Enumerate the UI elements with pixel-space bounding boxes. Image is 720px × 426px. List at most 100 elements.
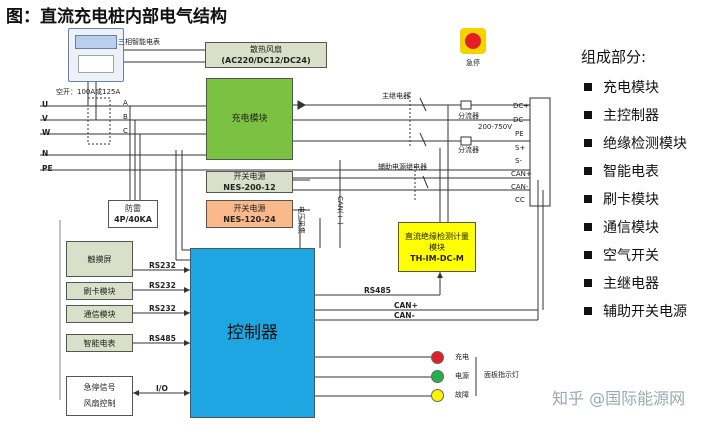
label-led-fault: 故障 [455, 391, 469, 399]
fan-control-label: 风扇控制 [83, 399, 116, 408]
insulation-model: TH-IM-DC-M [410, 253, 464, 263]
legend-item: 主控制器 [584, 105, 659, 125]
energy-meter-image [68, 28, 124, 82]
legend-item-label: 充电模块 [603, 80, 659, 96]
psu-12-model: NES-200-12 [223, 183, 276, 192]
legend-title: 组成部分: [581, 48, 647, 66]
label-can-plus: CAN+ [394, 301, 418, 310]
legend-item-label: 刷卡模块 [603, 192, 659, 208]
legend-bullet-icon [584, 83, 592, 91]
label-rs485-2: RS485 [364, 286, 391, 295]
touchscreen-box: 触摸屏 [66, 241, 133, 277]
smart-meter-box: 智能电表 [66, 334, 133, 352]
legend-item-label: 空气开关 [603, 248, 659, 264]
fan-spec: (AC220/DC12/DC24) [221, 56, 311, 65]
insulation-module-box: 直流绝缘检测计量 模块 TH-IM-DC-M [398, 222, 476, 272]
touchscreen-label: 触摸屏 [87, 254, 112, 264]
terminal-s-minus: S- [515, 157, 522, 165]
label-meter-top: 三相智能电表 [118, 38, 160, 46]
label-main-relay: 主继电器 [382, 92, 410, 100]
surge-spec: 4P/40KA [114, 215, 152, 224]
led-fault-icon [431, 389, 444, 402]
surge-label: 防雷 [125, 204, 141, 213]
label-can-pm: CAN(+-) [336, 196, 344, 225]
label-rs232-3: RS232 [149, 304, 176, 313]
led-charge-icon [431, 351, 444, 364]
estop-signal-label: 急停信号 [83, 383, 116, 392]
insulation-label-2: 模块 [429, 242, 445, 252]
label-phase-pe: PE [42, 164, 53, 173]
surge-box: 防雷 4P/40KA [108, 200, 158, 228]
meter-panel [78, 55, 114, 73]
label-can-minus: CAN- [394, 311, 415, 320]
terminal-can-minus: CAN- [511, 183, 529, 191]
controller-label: 控制器 [227, 322, 278, 343]
legend-bullet-icon [584, 167, 592, 175]
label-ph-b: B [123, 113, 128, 121]
legend-bullet-icon [584, 279, 592, 287]
card-module-box: 刷卡模块 [66, 282, 133, 300]
legend-bullet-icon [584, 251, 592, 259]
terminal-dc-plus: DC+ [513, 102, 530, 110]
legend-item-label: 通信模块 [603, 220, 659, 236]
legend-item-label: 辅助开关电源 [603, 304, 687, 320]
legend-item: 主继电器 [584, 273, 659, 293]
psu-12-label: 开关电源 [233, 172, 266, 181]
legend-item: 空气开关 [584, 245, 659, 265]
card-module-label: 刷卡模块 [83, 286, 116, 296]
psu-24-model: NES-120-24 [223, 215, 276, 224]
comm-module-box: 通信模块 [66, 305, 133, 323]
watermark: 知乎 @国际能源网 [552, 389, 686, 408]
comm-module-label: 通信模块 [83, 309, 116, 319]
charge-module-label: 充电模块 [231, 113, 268, 124]
legend-item: 绝缘检测模块 [584, 133, 687, 153]
label-panel-light: 面板指示灯 [484, 371, 519, 379]
label-phase-v: V [42, 114, 48, 123]
label-rs485-1: RS485 [149, 334, 176, 343]
controller-box: 控制器 [190, 248, 315, 418]
psu-24-box: 开关电源 NES-120-24 [206, 200, 293, 228]
emergency-stop-icon [460, 28, 486, 54]
legend-item: 通信模块 [584, 217, 659, 237]
legend-item: 辅助开关电源 [584, 301, 687, 321]
legend-item-label: 智能电表 [603, 164, 659, 180]
label-estop: 急停 [466, 59, 480, 67]
led-power-icon [431, 370, 444, 383]
label-led-charge: 充电 [455, 353, 469, 361]
label-phase-n: N [42, 149, 49, 158]
terminal-dc-minus: DC- [513, 116, 526, 124]
legend-bullet-icon [584, 195, 592, 203]
label-rs232-2: RS232 [149, 281, 176, 290]
label-aux-relay: 辅助电源继电器 [378, 163, 427, 171]
label-ph-a: A [123, 99, 128, 107]
label-air-switch: 空开：100A或125A [56, 88, 121, 96]
label-shunt-range: 200-750V [478, 123, 513, 131]
insulation-label: 直流绝缘检测计量 [405, 231, 469, 241]
label-rs232-1: RS232 [149, 261, 176, 270]
page-title: 图：直流充电桩内部电气结构 [6, 7, 227, 27]
label-shunt-1: 分流器 [458, 112, 479, 120]
legend-item: 充电模块 [584, 77, 659, 97]
legend-item: 智能电表 [584, 161, 659, 181]
terminal-can-plus: CAN+ [511, 170, 532, 178]
legend-bullet-icon [584, 111, 592, 119]
fan-box: 散热风扇 (AC220/DC12/DC24) [205, 42, 327, 68]
label-shunt-2: 分流器 [458, 146, 479, 154]
smart-meter-label: 智能电表 [83, 338, 116, 348]
charge-module-box: 充电模块 [206, 78, 293, 160]
emergency-stop-knob [465, 33, 481, 49]
fan-label: 散热风扇 [250, 45, 282, 54]
label-io: I/O [156, 384, 168, 393]
label-led-power: 电源 [455, 372, 469, 380]
psu-24-label: 开关电源 [233, 204, 266, 213]
legend-item-label: 主继电器 [603, 276, 659, 292]
terminal-cc: CC [515, 196, 525, 204]
legend-item-label: 主控制器 [603, 108, 659, 124]
label-voltage-sample: 电压采集 [297, 206, 305, 234]
label-phase-u: U [42, 100, 49, 109]
legend-item: 刷卡模块 [584, 189, 659, 209]
label-ph-c: C [123, 127, 128, 135]
estop-signal-box: 急停信号 风扇控制 [66, 376, 133, 416]
legend-bullet-icon [584, 307, 592, 315]
